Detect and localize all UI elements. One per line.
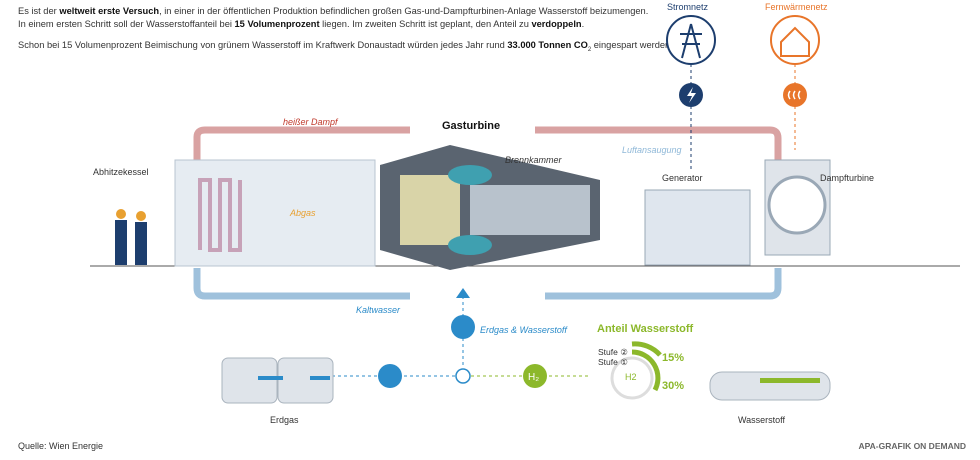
generator-shape: [644, 189, 751, 266]
anteil-wasserstoff-label: Anteil Wasserstoff: [597, 323, 694, 335]
source-label: Quelle: Wien Energie: [18, 441, 104, 451]
intro-text: Es ist der weltweit erste Versuch, in ei…: [18, 6, 673, 53]
brennkammer-label: Brennkammer: [505, 155, 562, 165]
stufe2-label: Stufe ②: [598, 347, 628, 357]
wasserstoff-tank: [709, 371, 831, 401]
h2-gauge-label: H2: [625, 372, 637, 382]
heat-icon: [783, 83, 807, 107]
wasserstoff-label: Wasserstoff: [738, 415, 786, 425]
gas-flame-icon: [451, 315, 475, 339]
fernwaerme-label: Fernwärmenetz: [765, 2, 828, 12]
hot-steam-pipe: [193, 126, 410, 165]
pct30-label: 30%: [662, 380, 685, 392]
mixing-point: [455, 368, 471, 384]
luftansaugung-label: Luftansaugung: [622, 145, 682, 155]
erdgas-label: Erdgas: [270, 415, 299, 425]
credit-label: APA-GRAFIK ON DEMAND: [858, 441, 966, 451]
heisser-dampf-label: heißer Dampf: [283, 117, 338, 127]
workers-figures: [115, 209, 147, 265]
stufe1-label: Stufe ①: [598, 357, 628, 367]
erdgas-flame-icon: [378, 364, 402, 388]
erdgas-wasserstoff-label: Erdgas & Wasserstoff: [480, 325, 567, 335]
hot-steam-pipe-right: [535, 126, 782, 160]
pct15-label: 15%: [662, 352, 685, 364]
h2-icon: [523, 364, 547, 388]
dampfturbine-label: Dampfturbine: [820, 173, 875, 183]
cold-water-pipe-right: [545, 268, 782, 300]
stromnetz-label: Stromnetz: [667, 2, 709, 12]
abhitzekessel-boiler: [174, 159, 376, 267]
stromnetz-pylon-icon: [666, 15, 716, 65]
abhitzekessel-label: Abhitzekessel: [93, 167, 149, 177]
kaltwasser-label: Kaltwasser: [356, 305, 401, 315]
erdgas-tank: [221, 357, 278, 404]
cold-water-pipe: [193, 268, 410, 300]
abgas-label: Abgas: [290, 208, 316, 218]
generator-label: Generator: [662, 173, 703, 183]
svg-text:H₂: H₂: [528, 372, 539, 383]
brennkammer-shape: [448, 165, 492, 185]
gasturbine-label: Gasturbine: [442, 120, 501, 132]
h2-share-gauge: [610, 356, 654, 400]
